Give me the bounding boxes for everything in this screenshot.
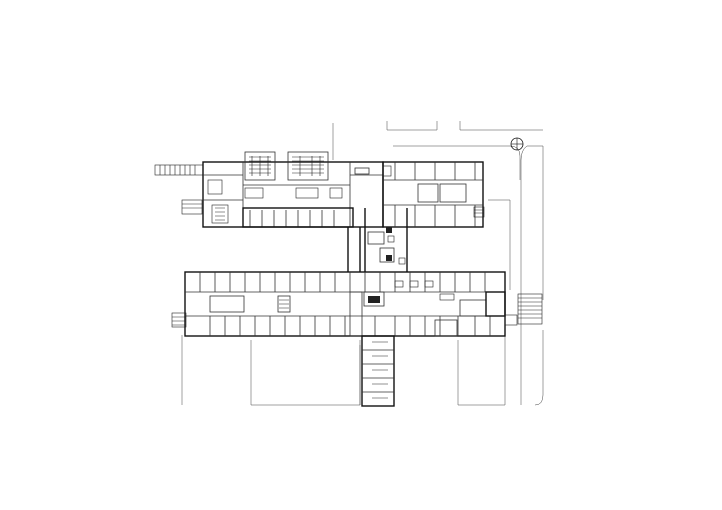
east-stair	[504, 293, 543, 326]
central-connector	[347, 208, 408, 272]
main-building	[184, 271, 506, 337]
north-walkway	[154, 164, 204, 176]
north-arrow-icon	[510, 137, 524, 151]
south-annex	[361, 335, 395, 407]
west-stair	[171, 312, 187, 328]
northeast-wing	[382, 161, 485, 228]
north-wing	[181, 151, 384, 228]
